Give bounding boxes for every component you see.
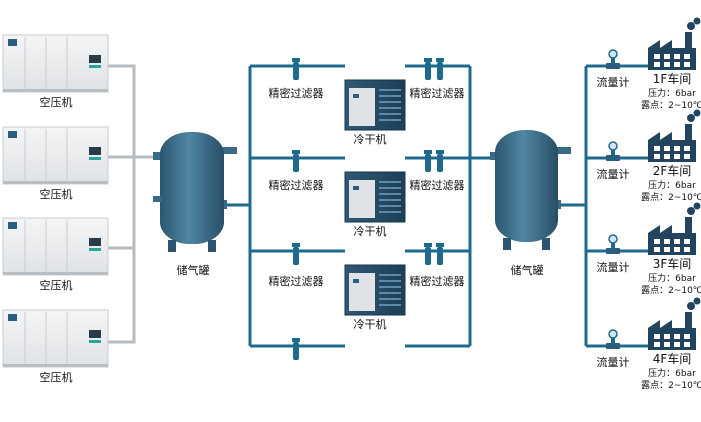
pressure-spec: 压力：6bar [648,272,696,284]
refrigerated-dryer [344,264,406,316]
tank-1-label: 储气罐 [177,263,210,277]
workshop-factory-icon [648,297,701,350]
dewpoint-spec: 露点：2~10℃ [641,285,701,296]
filter-label: 精密过滤器 [410,274,465,288]
flow-meter-label: 流量计 [597,355,630,369]
precision-filter [292,338,300,360]
filter-label: 精密过滤器 [269,274,324,288]
flow-meter [606,329,620,349]
main-pipes [224,64,648,348]
pressure-spec: 压力：6bar [648,87,696,99]
dewpoint-spec: 露点：2~10℃ [641,192,701,203]
air-compressor [2,34,109,93]
precision-filter [424,58,432,80]
compressor-label: 空压机 [40,370,73,384]
workshop-name: 1F车间 [653,71,692,86]
workshop-name: 2F车间 [653,163,692,178]
air-tank-2 [490,130,571,250]
air-tank-1 [153,132,237,252]
precision-filter [292,58,300,80]
filter-label: 精密过滤器 [269,178,324,192]
flow-meter-label: 流量计 [597,260,630,274]
workshop-factory-icon [648,202,701,255]
flow-meter-label: 流量计 [597,75,630,89]
flow-meter [606,141,620,161]
air-compressor [2,309,109,368]
pressure-spec: 压力：6bar [648,367,696,379]
compressor-pipes [108,64,160,344]
precision-filter [424,150,432,172]
dewpoint-spec: 露点：2~10℃ [641,100,701,111]
precision-filter [292,150,300,172]
tank-2-label: 储气罐 [511,263,544,277]
air-compressor [2,126,109,185]
flow-meter [606,49,620,69]
precision-filter [436,243,444,265]
precision-filter [292,243,300,265]
refrigerated-dryer [344,79,406,131]
precision-filter [424,243,432,265]
workshop-factory-icon [648,17,701,70]
filter-label: 精密过滤器 [269,86,324,100]
workshop-name: 3F车间 [653,256,692,271]
pressure-spec: 压力：6bar [648,179,696,191]
flow-meter-label: 流量计 [597,167,630,181]
refrigerated-dryer [344,171,406,223]
dryer-label: 冷干机 [354,224,387,238]
compressor-label: 空压机 [40,95,73,109]
precision-filter [436,150,444,172]
filter-label: 精密过滤器 [410,178,465,192]
workshop-factory-icon [648,109,701,162]
air-compressor [2,217,109,276]
dryer-label: 冷干机 [354,317,387,331]
compressor-label: 空压机 [40,278,73,292]
dewpoint-spec: 露点：2~10℃ [641,380,701,391]
precision-filter [436,58,444,80]
flow-meter [606,234,620,254]
compressor-label: 空压机 [40,187,73,201]
filter-label: 精密过滤器 [410,86,465,100]
dryer-label: 冷干机 [354,132,387,146]
workshop-name: 4F车间 [653,351,692,366]
